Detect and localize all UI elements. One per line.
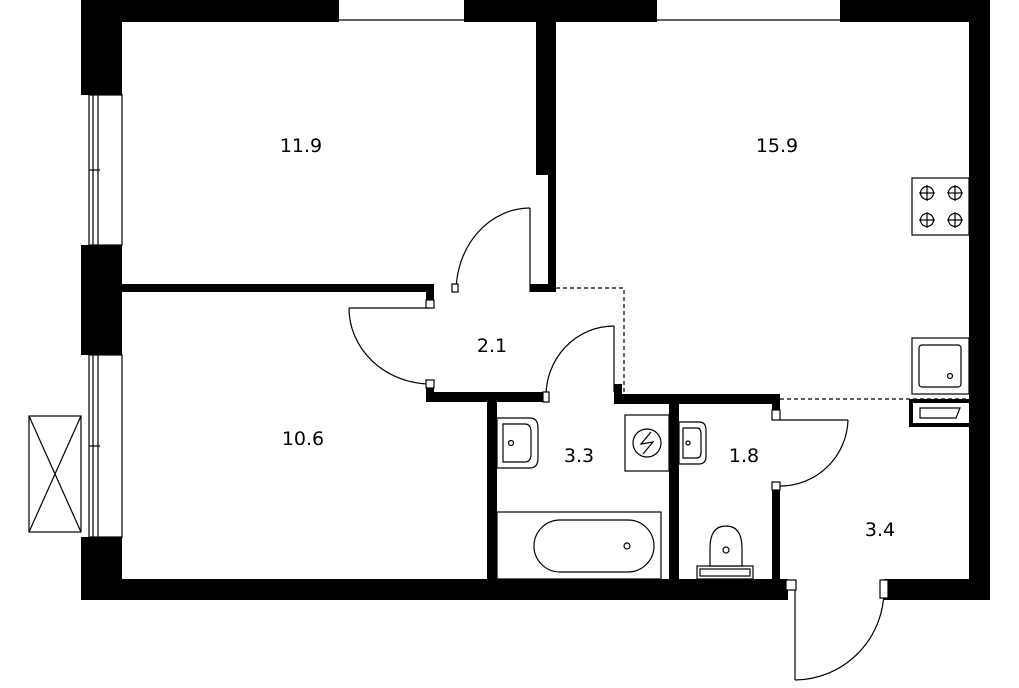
washbasin-icon bbox=[496, 417, 539, 469]
room-area-corridor: 2.1 bbox=[477, 335, 507, 357]
wall-left-top bbox=[81, 0, 122, 95]
door-entrance bbox=[785, 579, 889, 681]
wall-toilet-east-top bbox=[772, 394, 780, 412]
windows bbox=[28, 0, 840, 538]
room-area-bedroom-2: 10.6 bbox=[282, 428, 324, 450]
room-area-bathroom: 3.3 bbox=[564, 445, 594, 467]
window-top-left bbox=[339, 0, 464, 22]
door-bedroom-1 bbox=[451, 207, 531, 293]
wall-kitchen-partition bbox=[536, 0, 556, 175]
balcony bbox=[28, 415, 82, 533]
wall-left-mid bbox=[81, 245, 122, 355]
door-bathroom bbox=[542, 325, 615, 403]
walls bbox=[81, 0, 990, 600]
washing-machine-icon bbox=[624, 414, 670, 472]
wall-right bbox=[969, 0, 990, 600]
toilet-icon bbox=[696, 525, 754, 580]
wall-toilet-east-low bbox=[772, 484, 780, 583]
wall-top-left bbox=[81, 0, 339, 22]
wall-bath-top-right bbox=[614, 394, 780, 404]
wall-bathroom-west bbox=[487, 398, 497, 583]
wall-kitchen-stub bbox=[530, 284, 556, 292]
room-area-bedroom-1: 11.9 bbox=[280, 135, 322, 157]
wall-corridor-stub bbox=[426, 284, 434, 302]
wall-bottom-left bbox=[81, 579, 788, 600]
wall-bath-top-stub bbox=[614, 384, 622, 404]
bathtub-icon bbox=[496, 511, 662, 580]
wall-kitchen-partition-low bbox=[548, 175, 556, 292]
window-left-upper bbox=[88, 94, 123, 246]
room-area-hall: 3.4 bbox=[865, 519, 895, 541]
wall-bottom-right bbox=[884, 579, 990, 600]
doors bbox=[348, 207, 889, 681]
room-area-kitchen-living: 15.9 bbox=[756, 135, 798, 157]
kitchen-sink-icon bbox=[911, 337, 970, 395]
window-left-lower bbox=[88, 354, 123, 538]
washbasin-toilet-icon bbox=[678, 421, 707, 465]
wall-corridor-west-low bbox=[426, 384, 434, 402]
room-labels: 11.9 15.9 2.1 10.6 3.3 1.8 3.4 bbox=[280, 135, 895, 541]
wall-top-right bbox=[840, 0, 990, 22]
door-toilet bbox=[771, 409, 849, 491]
room-area-toilet: 1.8 bbox=[729, 445, 759, 467]
wall-bath-toilet bbox=[669, 398, 679, 583]
open-boundaries bbox=[556, 287, 969, 400]
window-top-right bbox=[657, 0, 840, 22]
wall-top-mid bbox=[464, 0, 657, 22]
wall-bedroom-partition bbox=[122, 284, 429, 292]
counter-icon bbox=[909, 399, 969, 427]
wall-corridor-south bbox=[426, 392, 546, 402]
stove-icon bbox=[911, 177, 970, 236]
door-bedroom-2 bbox=[348, 299, 435, 389]
